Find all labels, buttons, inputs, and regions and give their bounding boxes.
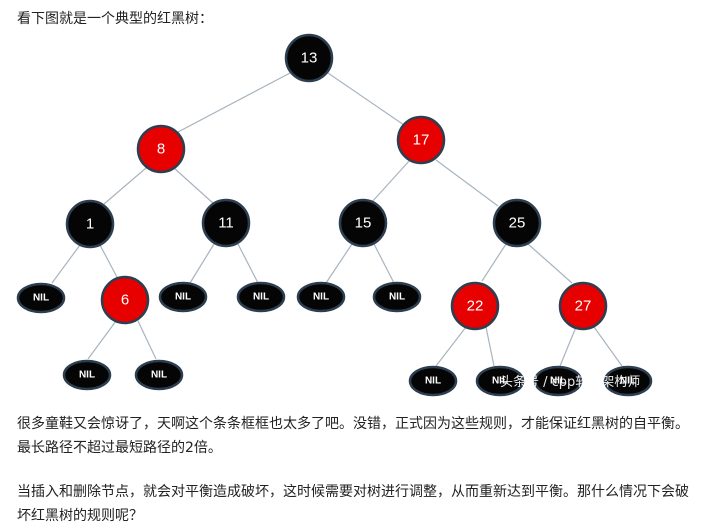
- nil-leaf: NIL: [603, 365, 653, 397]
- edge-25-22: [481, 243, 507, 282]
- nil-label: NIL: [33, 293, 49, 304]
- node-6-label: 6: [121, 292, 129, 309]
- edge-11-nil-right: [237, 243, 259, 284]
- edge-11-nil-left: [189, 243, 215, 284]
- node-6: 6: [100, 275, 150, 325]
- node-1: 1: [65, 199, 115, 249]
- nil-leaf: NIL: [158, 281, 208, 313]
- nil-leaf: NIL: [408, 365, 458, 397]
- edge-15-nil-right: [373, 243, 395, 284]
- edge-22-nil-left: [435, 326, 467, 367]
- edge-13-17: [327, 72, 405, 126]
- edge-27-nil-right: [593, 326, 623, 367]
- nil-label: NIL: [79, 370, 95, 381]
- nil-leaf: NIL: [372, 281, 422, 313]
- node-25-label: 25: [509, 215, 526, 232]
- node-11: 11: [201, 198, 251, 248]
- nil-label: NIL: [550, 376, 566, 387]
- nil-label: NIL: [175, 292, 191, 303]
- red-black-tree-figure: 13 8 17 1 11 15: [0, 26, 713, 406]
- nil-label: NIL: [620, 376, 636, 387]
- node-25: 25: [492, 198, 542, 248]
- nil-leaf: NIL: [134, 359, 184, 391]
- edge-17-25: [435, 159, 499, 207]
- edge-22-nil-right: [485, 326, 495, 367]
- node-1-label: 1: [86, 216, 94, 233]
- node-17: 17: [396, 115, 446, 165]
- node-15: 15: [338, 198, 388, 248]
- node-11-label: 11: [218, 215, 234, 232]
- nil-leaf: NIL: [62, 359, 112, 391]
- node-22-label: 22: [467, 298, 484, 315]
- nil-leaf: NIL: [236, 281, 286, 313]
- nil-label: NIL: [389, 292, 405, 303]
- nil-label: NIL: [492, 376, 508, 387]
- node-13: 13: [284, 33, 334, 83]
- edge-13-8: [177, 72, 291, 133]
- nil-label: NIL: [313, 292, 329, 303]
- paragraph-question: 当插入和删除节点，就会对平衡造成破坏，这时候需要对树进行调整，从而重新达到平衡。…: [17, 484, 689, 524]
- node-8-label: 8: [157, 141, 165, 158]
- nil-label: NIL: [151, 370, 167, 381]
- node-17-label: 17: [413, 132, 430, 149]
- edge-6-nil-right: [137, 320, 157, 360]
- edge-27-nil-left: [559, 326, 577, 367]
- edge-25-27: [527, 243, 573, 284]
- edge-8-11: [173, 167, 215, 205]
- tree-edges: [51, 72, 623, 367]
- node-22: 22: [450, 281, 500, 331]
- edge-1-nil: [51, 244, 81, 284]
- edge-6-nil-left: [87, 320, 117, 360]
- nil-label: NIL: [253, 292, 269, 303]
- paragraph-rules: 很多童鞋又会惊讶了，天啊这个条条框框也太多了吧。没错，正式因为这些规则，才能保证…: [17, 416, 689, 456]
- node-8: 8: [136, 124, 186, 174]
- nil-label: NIL: [425, 376, 441, 387]
- nil-leaf: NIL: [533, 365, 583, 397]
- node-27-label: 27: [575, 298, 592, 315]
- edge-17-15: [370, 159, 411, 204]
- node-27: 27: [558, 281, 608, 331]
- nil-leaf: NIL: [475, 365, 525, 397]
- node-13-label: 13: [301, 50, 318, 67]
- edge-8-1: [103, 167, 147, 205]
- edge-1-6: [99, 244, 119, 280]
- nil-leaf: NIL: [296, 281, 346, 313]
- edge-15-nil-left: [325, 243, 353, 284]
- node-15-label: 15: [355, 215, 372, 232]
- intro-text: 看下图就是一个典型的红黑树：: [17, 11, 213, 27]
- watermark: 头条号 / cpp软件架构师: [500, 374, 640, 390]
- tree-diagram: 13 8 17 1 11 15: [16, 33, 653, 397]
- nil-leaf: NIL: [16, 282, 66, 314]
